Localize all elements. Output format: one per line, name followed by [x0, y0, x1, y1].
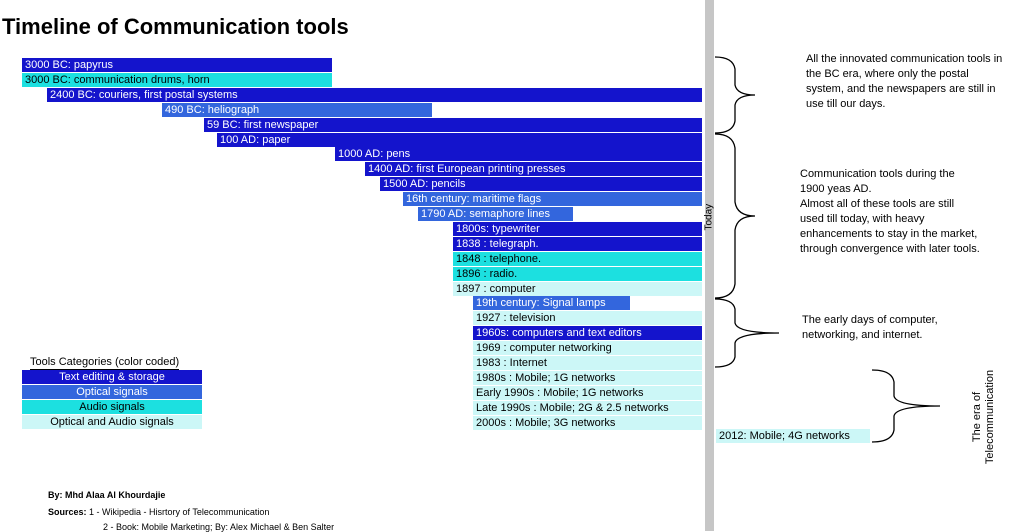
note-1900s-text: Communication tools during the 1900 yeas… — [800, 168, 980, 255]
brace-telecom-icon — [871, 369, 941, 443]
timeline-bar: Late 1990s : Mobile; 2G & 2.5 networks — [473, 400, 702, 415]
legend-item: Text editing & storage — [22, 370, 202, 384]
brace-bc-era-icon — [714, 56, 756, 134]
timeline-bar: 1838 : telegraph. — [453, 236, 702, 251]
footer-sources: Sources: 1 - Wikipedia - Hisrtory of Tel… — [48, 507, 269, 517]
timeline-bar: 1000 AD: pens — [335, 147, 702, 162]
timeline-bar: 2000s : Mobile; 3G networks — [473, 415, 702, 430]
telecom-era-label: The era of Telecommunication — [971, 369, 996, 465]
footer-source-2: 2 - Book: Mobile Marketing; By: Alex Mic… — [103, 522, 335, 532]
timeline-bar: 1983 : Internet — [473, 356, 702, 370]
legend-item: Audio signals — [22, 400, 202, 414]
footer-source-1: 1 - Wikipedia - Hisrtory of Telecommunic… — [89, 507, 270, 517]
timeline-bar: 16th century: maritime flags — [403, 192, 702, 207]
timeline-bar: 100 AD: paper — [217, 132, 702, 147]
timeline-bar: 1897 : computer — [453, 281, 702, 296]
today-line — [705, 0, 714, 531]
timeline-bar: 19th century: Signal lamps — [473, 296, 630, 311]
footer-author: By: Mhd Alaa Al Khourdajie — [48, 490, 165, 500]
timeline-bar: 1848 : telephone. — [453, 251, 702, 266]
note-bc-era: All the innovated communication tools in… — [806, 53, 1003, 110]
timeline-bar: 3000 BC: papyrus — [22, 58, 332, 72]
timeline-bar: 1960s: computers and text editors — [473, 326, 702, 341]
timeline-bar: 2012: Mobile; 4G networks — [716, 429, 870, 443]
timeline-bar: 1790 AD: semaphore lines — [418, 207, 573, 221]
timeline-bar: 1980s : Mobile; 1G networks — [473, 370, 702, 385]
timeline-bar: 1800s: typewriter — [453, 221, 702, 236]
brace-early-computer-icon — [714, 298, 780, 368]
note-1900s: Communication tools during the 1900 yeas… — [800, 167, 980, 257]
timeline-bar: 1400 AD: first European printing presses — [365, 162, 702, 177]
note-early-computer: The early days of computer, networking, … — [802, 314, 938, 341]
page-title: Timeline of Communication tools — [2, 14, 349, 39]
footer-author-text: By: Mhd Alaa Al Khourdajie — [48, 490, 166, 500]
footer-sources-label: Sources: — [48, 507, 87, 517]
timeline-bar: 1927 : television — [473, 311, 702, 326]
timeline-bar: 1500 AD: pencils — [380, 177, 702, 192]
timeline-bar: 59 BC: first newspaper — [204, 117, 702, 132]
timeline-bar: 490 BC: heliograph — [162, 102, 432, 117]
legend-title: Tools Categories (color coded) — [30, 356, 180, 370]
legend-item: Optical signals — [22, 385, 202, 399]
timeline-bar: 1969 : computer networking — [473, 341, 702, 356]
brace-1900s-icon — [714, 133, 756, 299]
legend-item: Optical and Audio signals — [22, 415, 202, 429]
timeline-bar: 1896 : radio. — [453, 266, 702, 281]
timeline-bar: 3000 BC: communication drums, horn — [22, 72, 332, 87]
timeline-bar: Early 1990s : Mobile; 1G networks — [473, 385, 702, 400]
timeline-bar: 2400 BC: couriers, first postal systems — [47, 87, 702, 102]
